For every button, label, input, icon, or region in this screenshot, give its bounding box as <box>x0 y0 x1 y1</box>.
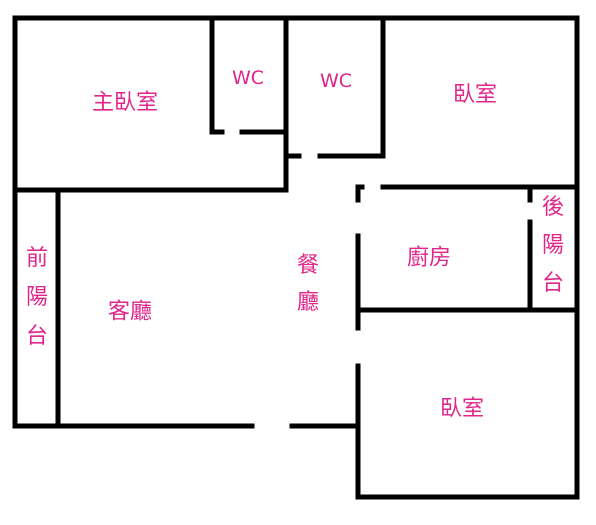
room-label-living-room: 客廳 <box>108 300 152 325</box>
room-label-wc-right: WC <box>320 70 352 92</box>
room-label-bedroom-top-right: 臥室 <box>453 83 497 108</box>
outer-walls <box>12 15 580 500</box>
room-label-front-balcony: 前陽台 <box>26 246 48 349</box>
room-label-kitchen: 廚房 <box>407 246 451 271</box>
room-labels: 主臥室 WC WC 臥室 客廳 廚房 臥室 前陽台 餐廳 後陽台 <box>26 67 564 422</box>
room-label-back-balcony: 後陽台 <box>542 195 564 296</box>
room-label-dining-room: 餐廳 <box>297 253 319 315</box>
interior-walls <box>12 15 580 429</box>
room-label-wc-left: WC <box>232 67 264 89</box>
room-label-master-bedroom: 主臥室 <box>92 91 158 116</box>
room-label-bedroom-bottom-right: 臥室 <box>440 397 484 422</box>
